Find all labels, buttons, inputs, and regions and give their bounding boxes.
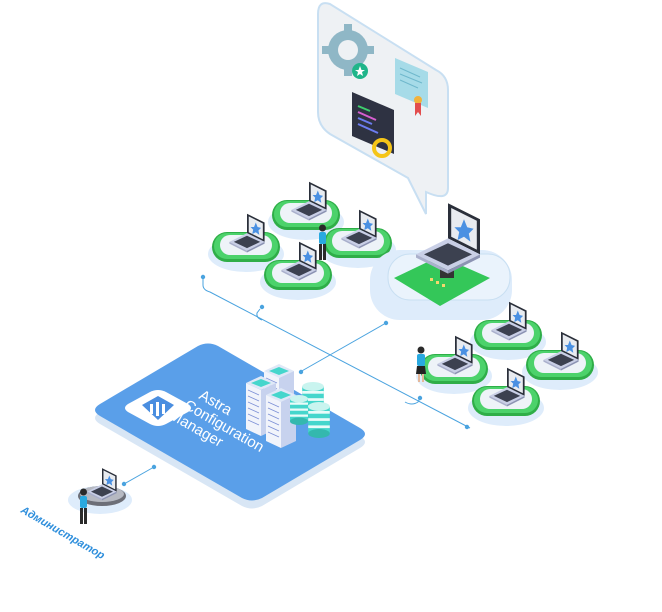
main-bus-line [202,278,471,429]
connector-dot [121,481,127,487]
database-icon [308,402,330,438]
central-laptop-board[interactable] [370,203,512,320]
admin-workstation[interactable] [68,468,132,524]
connector-dot [383,320,389,326]
code-window-gear-icon [352,92,394,158]
connector-dot [464,424,470,430]
connector-dot [298,369,304,375]
connector-dot [259,304,265,310]
branch-line [256,308,263,321]
platform-to-central-line [299,322,387,373]
workstation-group-left [208,181,396,300]
admin-figure [80,488,87,524]
branch-line [404,397,421,405]
connection-lines [121,274,471,487]
database-icon [290,395,308,425]
acm-platform[interactable]: Astra Configuration Manager [95,343,365,509]
platform-surface [95,343,365,501]
man-figure [319,224,326,260]
woman-figure [416,346,426,382]
certificate-icon [395,58,428,116]
gear-with-star-icon [322,24,374,79]
circuit-board [394,256,490,306]
connector-dot [200,274,206,280]
connector-dot [151,464,157,470]
astra-crown-logo [125,390,191,426]
workstation-group-right [416,301,598,426]
config-callout [317,2,449,215]
admin-to-platform-line [123,466,155,485]
connector-dot [417,395,423,401]
